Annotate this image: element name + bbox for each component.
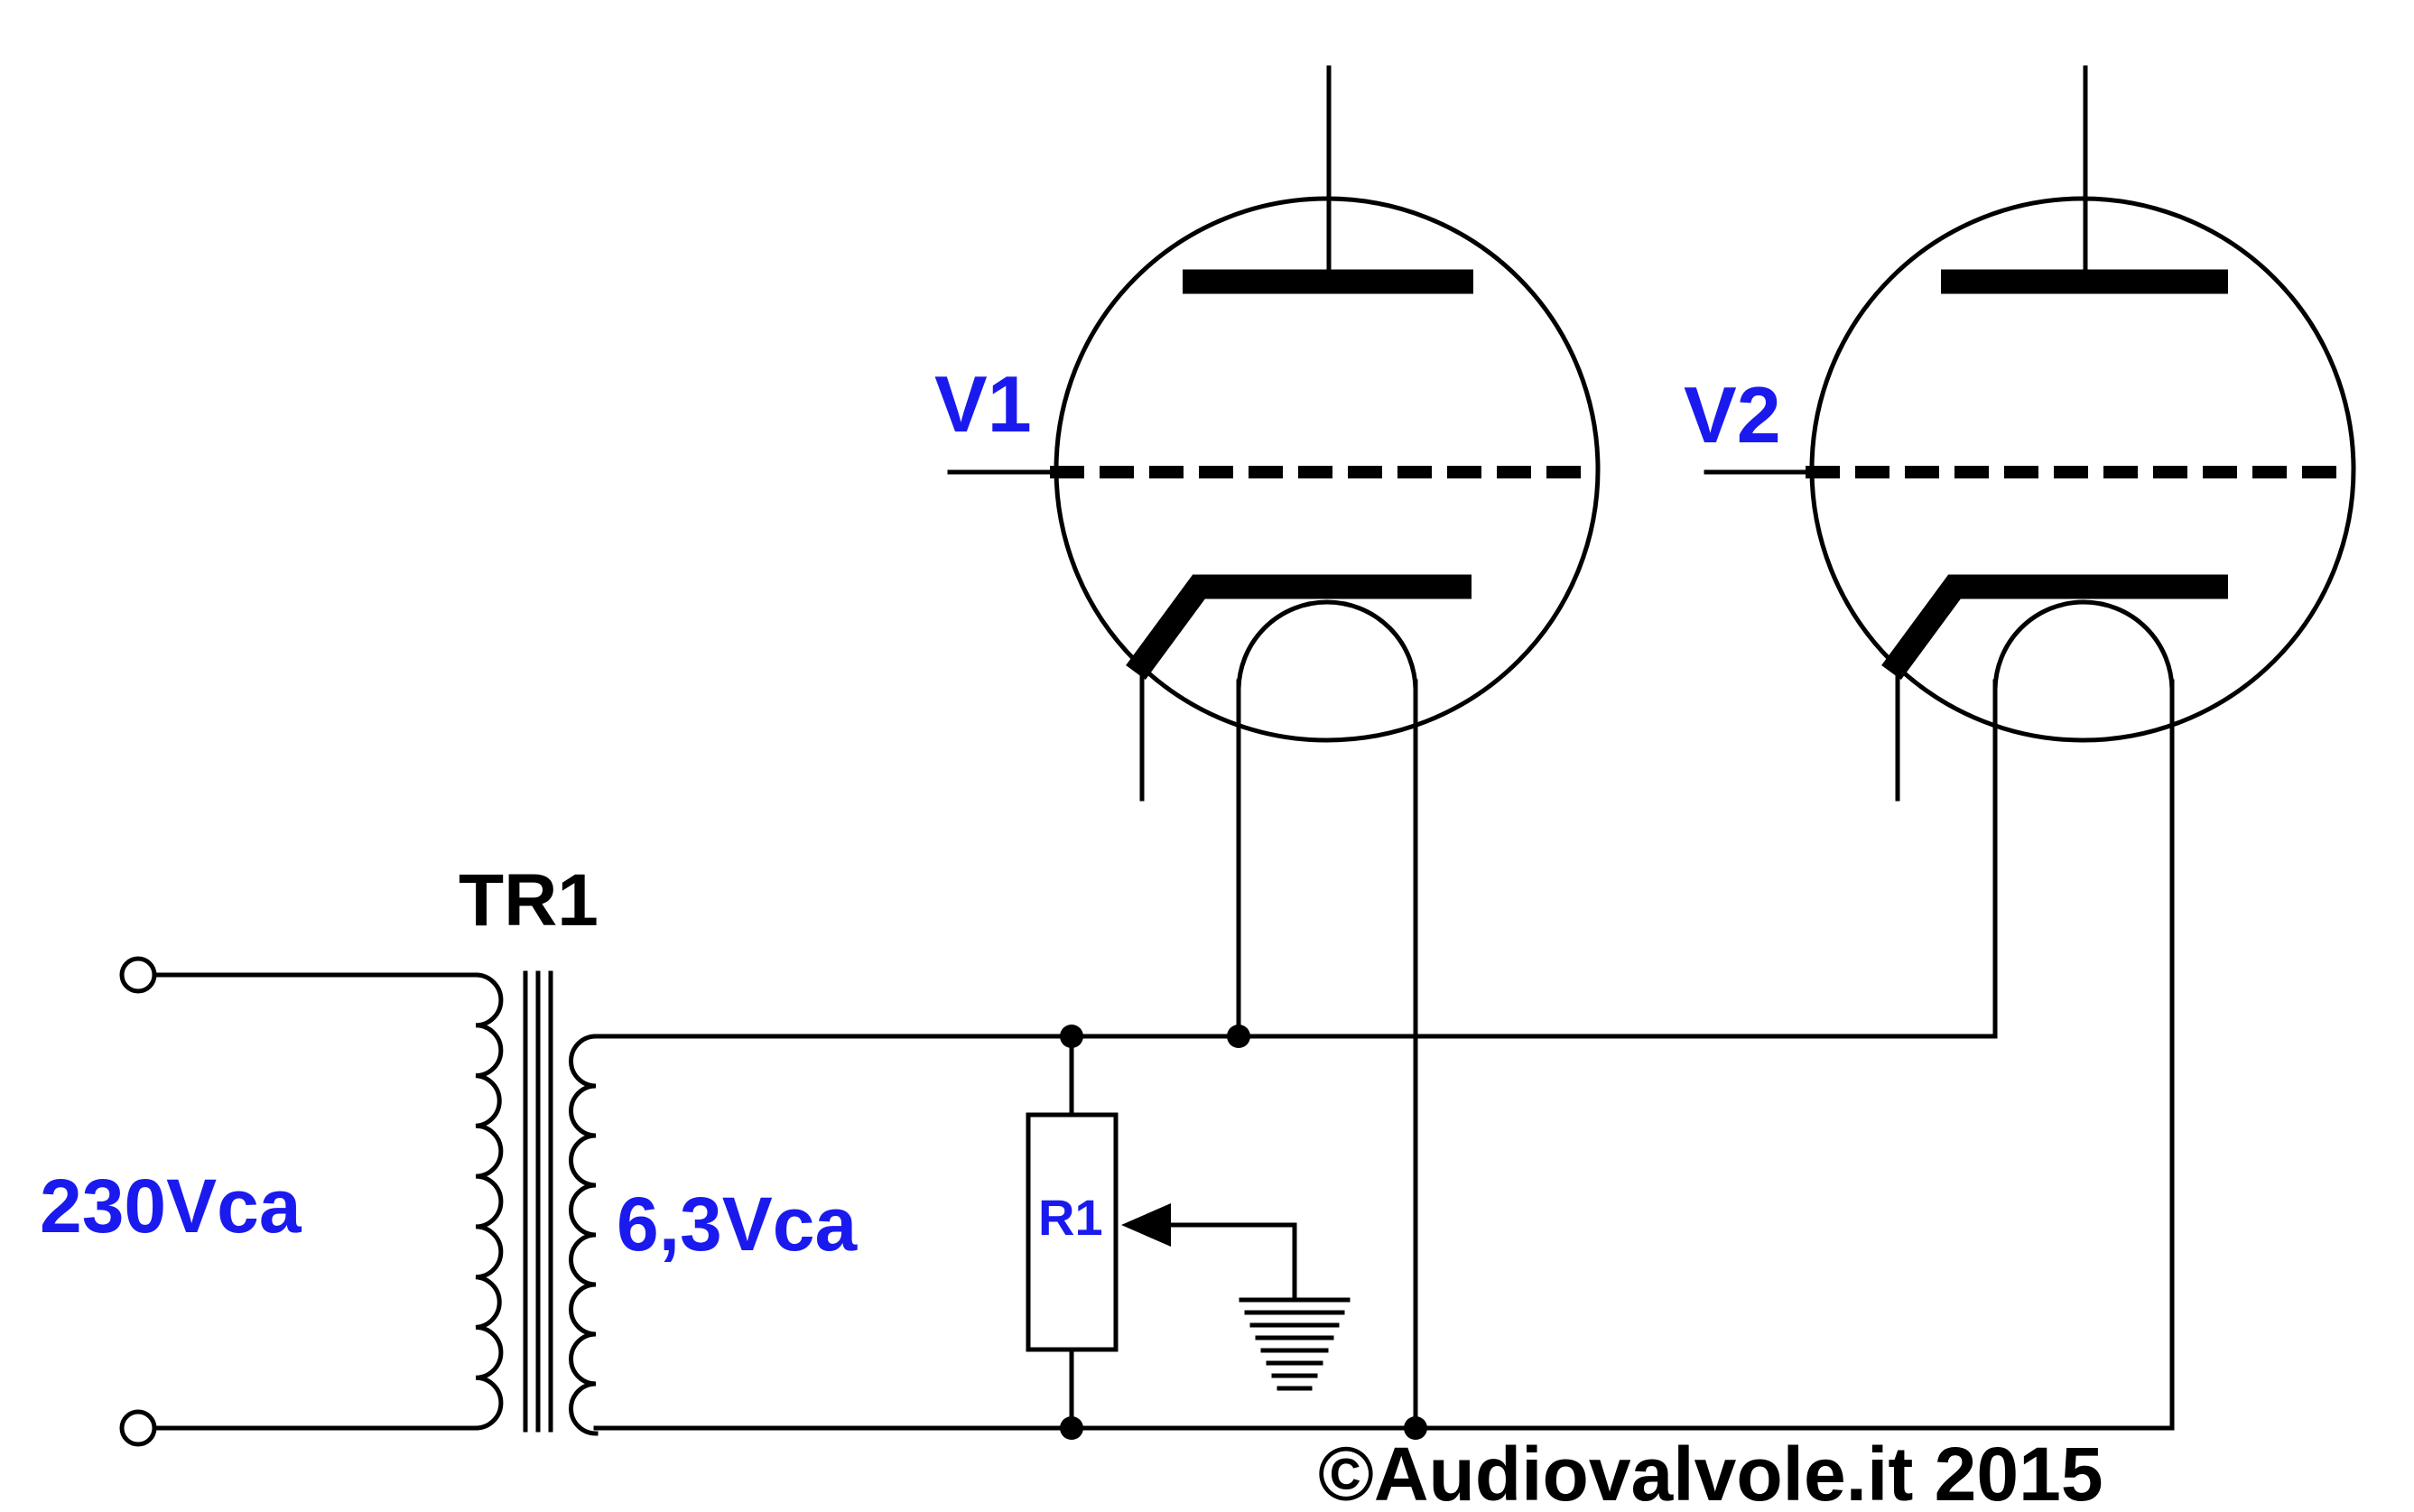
label-primary-voltage: 230Vca xyxy=(40,1164,302,1248)
label-secondary-voltage: 6,3Vca xyxy=(617,1182,859,1266)
transformer-tr1 xyxy=(119,956,599,1447)
potentiometer-r1 xyxy=(1026,1034,1297,1431)
junction-dot-v1-heater xyxy=(1227,1025,1250,1048)
tube-v1 xyxy=(947,65,1601,1431)
heater-wiring xyxy=(593,1025,2175,1440)
ground-symbol xyxy=(1239,1297,1351,1391)
secondary-winding xyxy=(569,1034,599,1436)
label-tr1: TR1 xyxy=(459,859,599,942)
tube-v1-heater-filament xyxy=(1236,599,1418,691)
tube-v2-cathode xyxy=(1881,574,2228,681)
r1-wiper-lead xyxy=(1168,1222,1297,1303)
label-v2: V2 xyxy=(1684,370,1781,459)
input-terminal-bottom[interactable] xyxy=(119,1409,157,1447)
tube-v1-cathode xyxy=(1126,574,1472,681)
tube-v2-heater-filament xyxy=(1992,599,2175,691)
primary-winding xyxy=(473,972,504,1431)
junction-dot-v1-heater-return xyxy=(1404,1416,1427,1440)
tube-v2 xyxy=(1704,65,2356,1431)
copyright-text: ©Audiovalvole.it 2015 xyxy=(1318,1432,2103,1512)
label-r1: R1 xyxy=(1038,1189,1103,1246)
r1-wiper-arrow xyxy=(1121,1203,1171,1247)
label-v1: V1 xyxy=(934,359,1032,449)
input-terminal-top[interactable] xyxy=(119,956,157,994)
